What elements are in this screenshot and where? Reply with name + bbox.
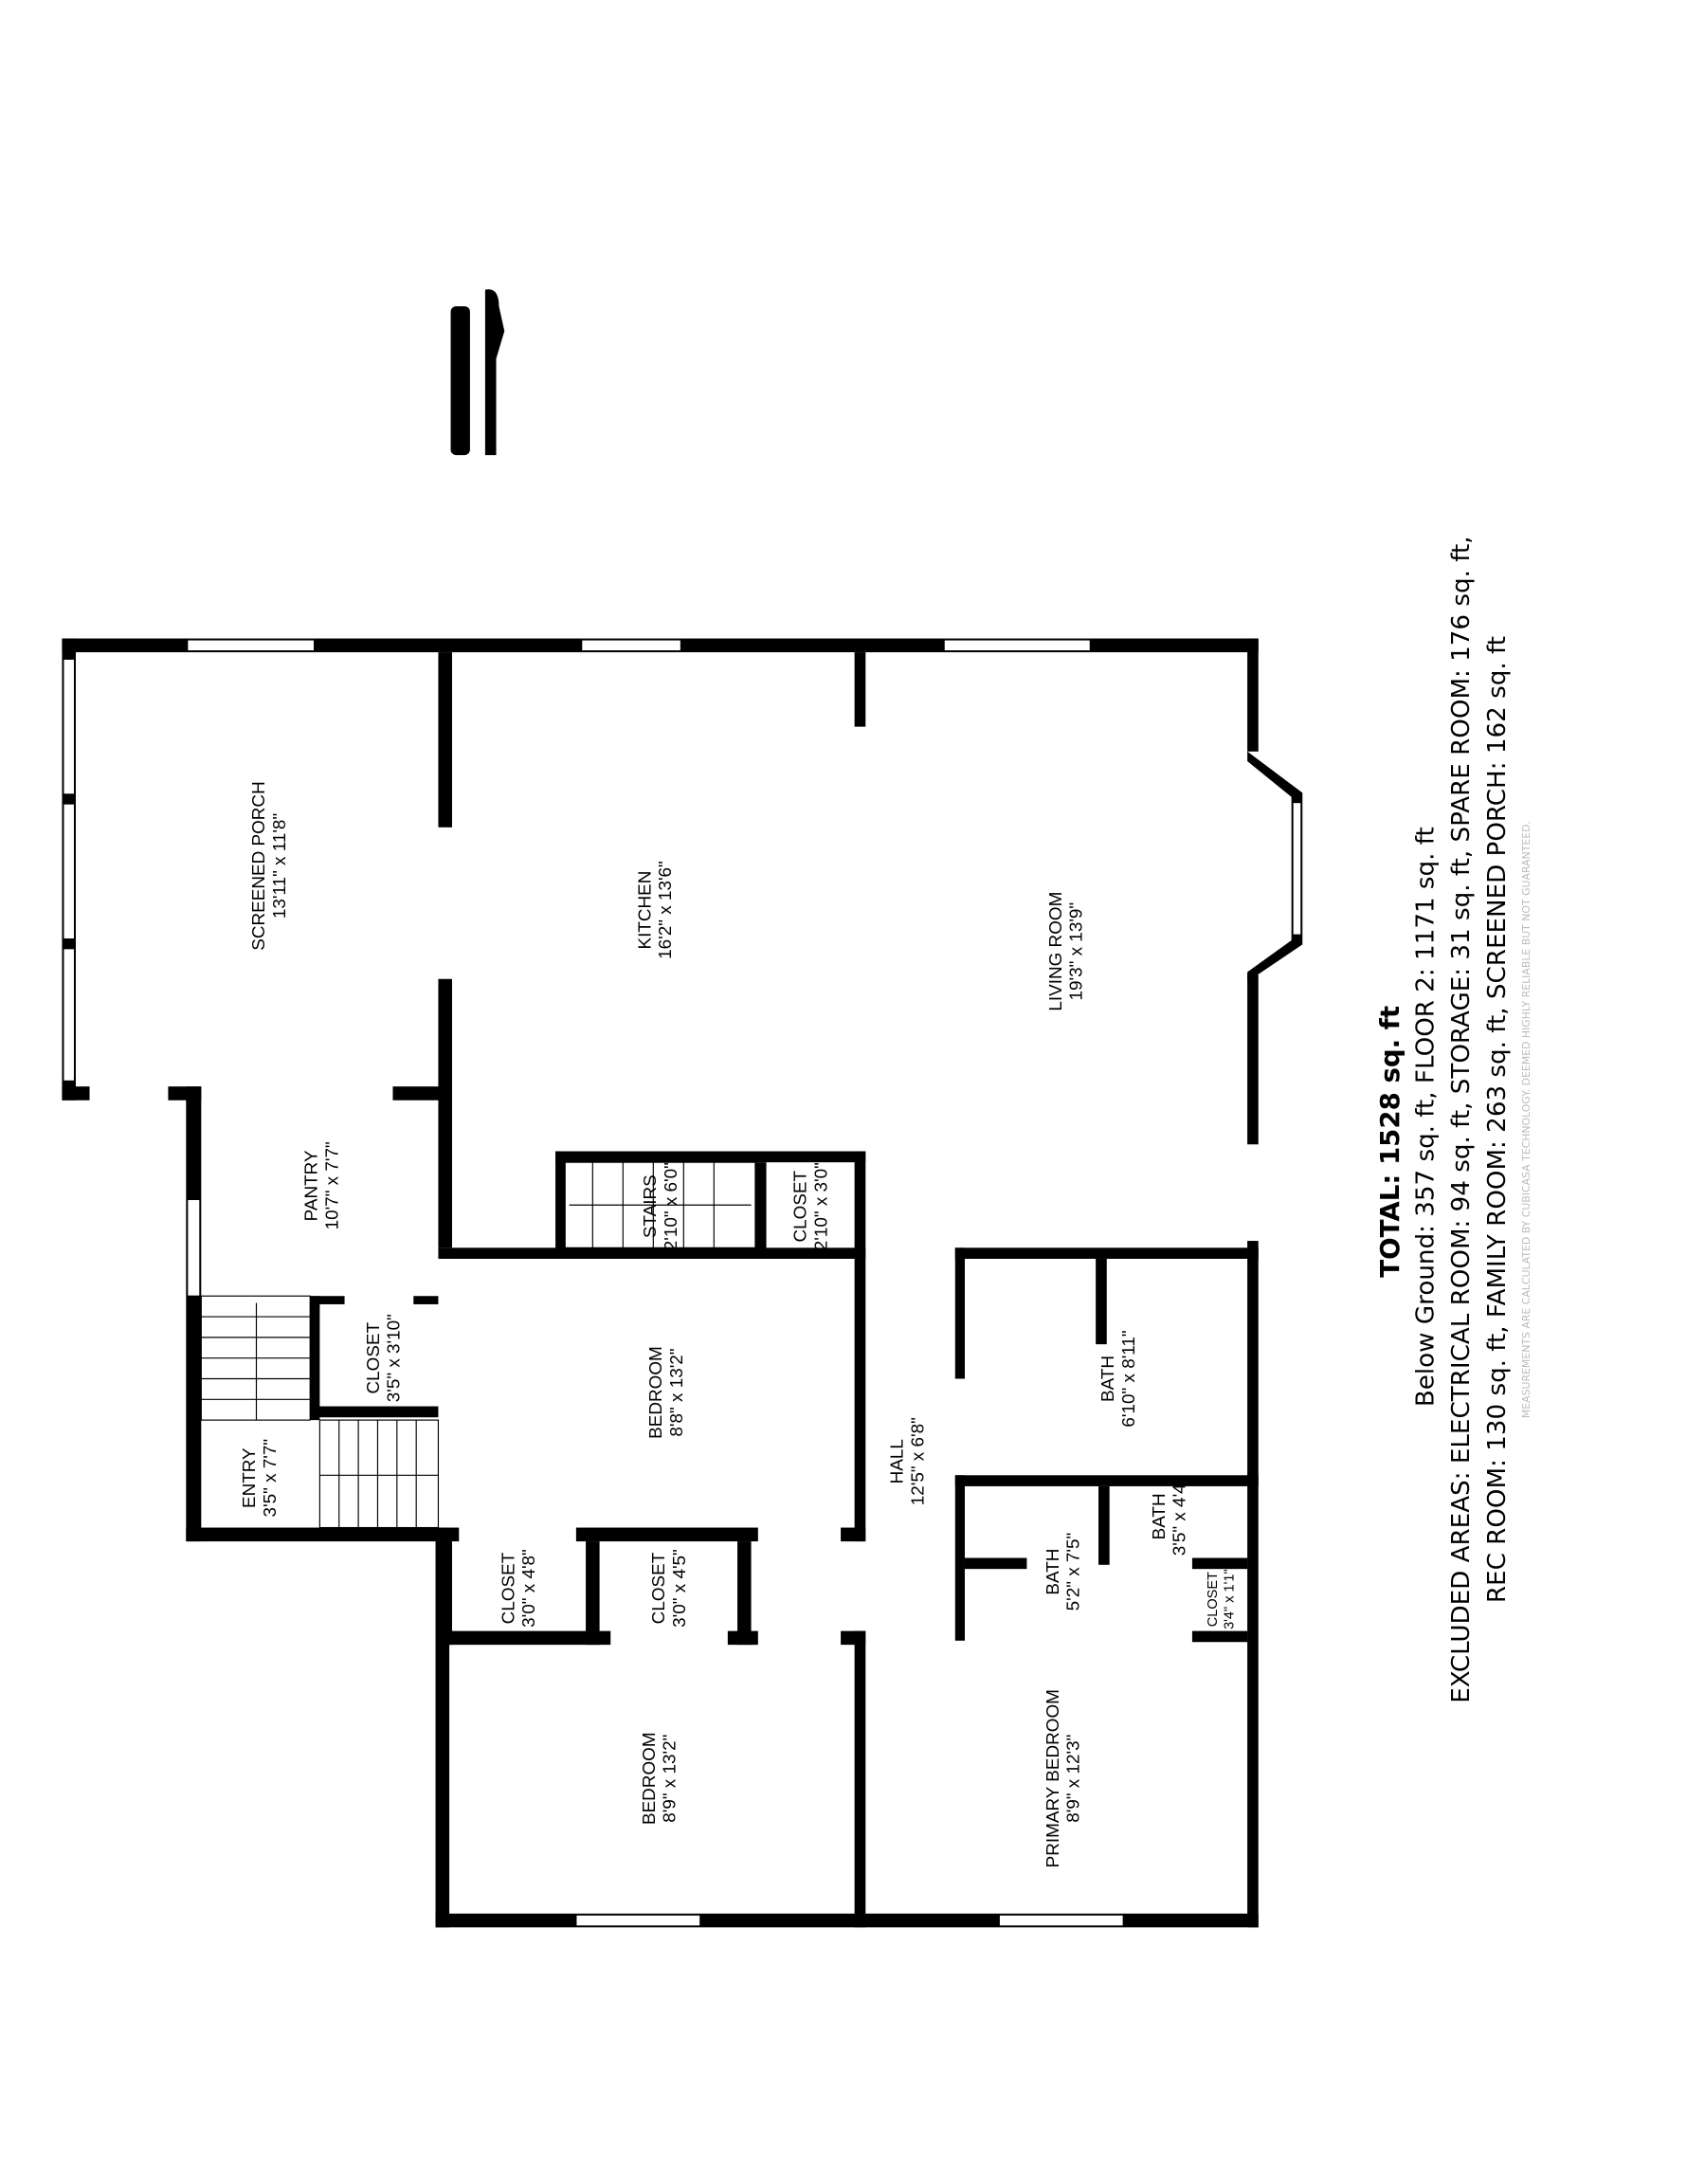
- svg-text:BATH: BATH: [1098, 1356, 1118, 1402]
- disclaimer: MEASUREMENTS ARE CALCULATED BY CUBICASA …: [1520, 821, 1533, 1418]
- svg-text:10'7" x 7'7": 10'7" x 7'7": [322, 1141, 342, 1229]
- svg-text:PRIMARY BEDROOM: PRIMARY BEDROOM: [1043, 1689, 1063, 1867]
- svg-text:CLOSET: CLOSET: [364, 1321, 384, 1393]
- svg-text:SCREENED PORCH: SCREENED PORCH: [249, 781, 269, 950]
- svg-text:16'2" x 13'6": 16'2" x 13'6": [656, 861, 676, 959]
- windows: [63, 639, 1302, 1927]
- svg-text:STAIRS: STAIRS: [641, 1174, 661, 1238]
- svg-text:BEDROOM: BEDROOM: [646, 1346, 666, 1439]
- svg-text:PANTRY: PANTRY: [301, 1150, 321, 1221]
- svg-text:3'0" x 4'5": 3'0" x 4'5": [670, 1549, 690, 1628]
- svg-text:BATH: BATH: [1150, 1493, 1170, 1539]
- svg-text:19'3" x 13'9": 19'3" x 13'9": [1067, 902, 1087, 1001]
- total-area: TOTAL: 1528 sq. ft: [1374, 1006, 1406, 1278]
- redaction-marks: [450, 289, 505, 456]
- svg-text:CLOSET: CLOSET: [499, 1552, 518, 1624]
- svg-text:8'9" x 13'2": 8'9" x 13'2": [661, 1735, 680, 1823]
- svg-text:ENTRY: ENTRY: [240, 1447, 260, 1508]
- svg-text:BATH: BATH: [1043, 1549, 1063, 1595]
- svg-text:KITCHEN: KITCHEN: [635, 871, 655, 950]
- svg-text:CLOSET: CLOSET: [1206, 1572, 1221, 1627]
- summary-line-1: Below Ground: 357 sq. ft, FLOOR 2: 1171 …: [1411, 827, 1440, 1407]
- svg-text:2'10" x 6'0": 2'10" x 6'0": [662, 1162, 681, 1250]
- svg-text:8'8" x 13'2": 8'8" x 13'2": [667, 1348, 687, 1436]
- svg-text:3'4" x 1'1": 3'4" x 1'1": [1223, 1569, 1238, 1629]
- svg-text:2'10" x 3'0": 2'10" x 3'0": [812, 1162, 832, 1250]
- summary-line-2: EXCLUDED AREAS: ELECTRICAL ROOM: 94 sq. …: [1447, 536, 1476, 1702]
- svg-text:5'2" x 7'5": 5'2" x 7'5": [1064, 1533, 1084, 1611]
- svg-text:HALL: HALL: [888, 1439, 908, 1483]
- svg-text:3'0" x 4'8": 3'0" x 4'8": [519, 1549, 539, 1628]
- walls: [62, 638, 1303, 1928]
- svg-text:13'11" x 11'8": 13'11" x 11'8": [270, 813, 290, 919]
- stairs: [200, 1161, 756, 1529]
- svg-text:12'5" x 6'8": 12'5" x 6'8": [908, 1417, 928, 1505]
- svg-text:LIVING ROOM: LIVING ROOM: [1046, 892, 1066, 1011]
- area-summary: TOTAL: 1528 sq. ft Below Ground: 357 sq.…: [1374, 536, 1533, 1702]
- svg-text:8'9" x 12'3": 8'9" x 12'3": [1064, 1735, 1084, 1823]
- svg-text:6'10" x 8'11": 6'10" x 8'11": [1119, 1330, 1139, 1427]
- svg-text:3'5" x 4'4": 3'5" x 4'4": [1170, 1478, 1190, 1556]
- svg-text:BEDROOM: BEDROOM: [640, 1732, 660, 1825]
- svg-text:3'5" x 3'10": 3'5" x 3'10": [385, 1314, 405, 1402]
- summary-line-3: REC ROOM: 130 sq. ft, FAMILY ROOM: 263 s…: [1483, 636, 1512, 1603]
- svg-text:3'5" x 7'7": 3'5" x 7'7": [261, 1439, 281, 1518]
- svg-text:CLOSET: CLOSET: [649, 1552, 669, 1624]
- svg-text:CLOSET: CLOSET: [791, 1170, 811, 1242]
